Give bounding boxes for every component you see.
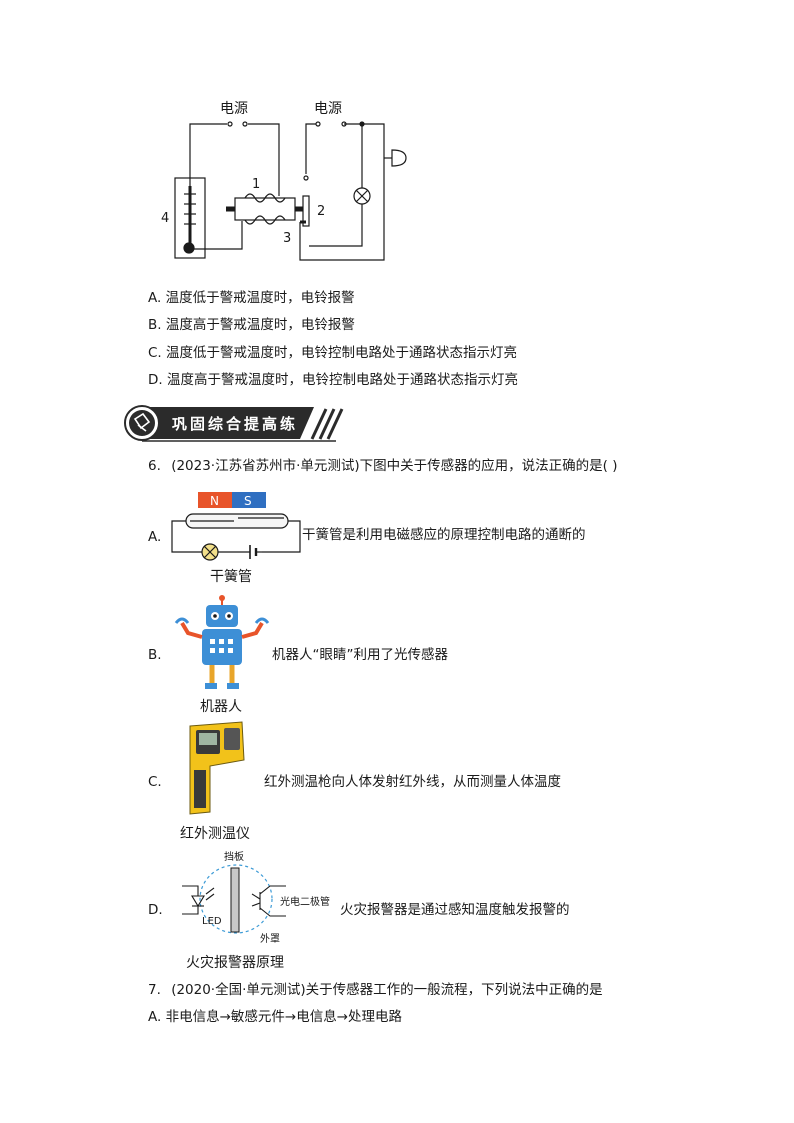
power-label-left: 电源	[220, 101, 248, 117]
q5-option-a-letter: A.	[148, 290, 162, 306]
q7-option-a: A. 非电信息→敏感元件→电信息→处理电路	[148, 1008, 402, 1026]
q5-option-a-text: 温度低于警戒温度时，电铃报警	[165, 290, 355, 306]
magnet-s-label: S	[244, 494, 252, 508]
q5-option-b-letter: B.	[148, 317, 162, 333]
q6-option-a-text: 干簧管是利用电磁感应的原理控制电路的通断的	[302, 527, 586, 543]
reed-switch-figure: N S	[171, 492, 301, 561]
thermometer-label: 4	[161, 211, 169, 226]
robot-caption: 机器人	[200, 699, 242, 715]
reed-switch-caption: 干簧管	[210, 569, 252, 585]
baffle-label: 挡板	[224, 850, 244, 863]
section-banner-title: 巩固综合提高练	[172, 415, 299, 433]
q6-option-c-letter: C.	[148, 774, 162, 790]
fire-alarm-caption: 火灾报警器原理	[186, 955, 284, 971]
q5-option-d: D. 温度高于警戒温度时，电铃控制电路处于通路状态指示灯亮	[148, 371, 518, 389]
q5-option-c-letter: C.	[148, 345, 162, 361]
section-banner	[124, 405, 344, 442]
q7-stem-line: 7. (2020·全国·单元测试)关于传感器工作的一般流程，下列说法中正确的是	[148, 981, 603, 999]
q6-option-b-text: 机器人“眼睛”利用了光传感器	[272, 647, 448, 663]
cover-label: 外罩	[260, 933, 280, 945]
led-label: LED	[202, 916, 222, 927]
power-label-right: 电源	[314, 101, 342, 117]
q7-option-a-text: 非电信息→敏感元件→电信息→处理电路	[165, 1009, 403, 1025]
photodiode-label: 光电二极管	[280, 895, 330, 908]
book-icon	[133, 412, 151, 432]
q5-option-d-letter: D.	[148, 372, 163, 388]
q6-number: 6.	[148, 458, 161, 474]
q6-option-a-letter: A.	[148, 529, 162, 545]
infrared-thermometer-figure	[189, 721, 245, 815]
fire-alarm-figure: 挡板 LED 光电二极管 外罩	[182, 850, 330, 945]
q6-option-d-text: 火灾报警器是通过感知温度触发报警的	[340, 902, 570, 918]
q5-option-b-text: 温度高于警戒温度时，电铃报警	[165, 317, 355, 333]
q6-stem: (2023·江苏省苏州市·单元测试)下图中关于传感器的应用，说法正确的是( )	[171, 458, 618, 474]
q5-option-b: B. 温度高于警戒温度时，电铃报警	[148, 316, 355, 334]
infrared-thermometer-caption: 红外测温仪	[180, 826, 250, 842]
q5-option-c-text: 温度低于警戒温度时，电铃控制电路处于通路状态指示灯亮	[166, 345, 518, 361]
coil-label: 1	[252, 177, 260, 192]
q6-option-d-letter: D.	[148, 902, 163, 918]
thermostat-alarm-circuit-diagram: 电源 电源 1 2 3 4	[161, 101, 407, 261]
q7-stem: (2020·全国·单元测试)关于传感器工作的一般流程，下列说法中正确的是	[171, 982, 603, 998]
contact-label: 3	[283, 231, 291, 246]
q6-option-c-text: 红外测温枪向人体发射红外线，从而测量人体温度	[264, 774, 561, 790]
q6-option-b-letter: B.	[148, 647, 162, 663]
armature-label: 2	[317, 204, 325, 219]
robot-figure	[174, 595, 270, 689]
q6-stem-line: 6. (2023·江苏省苏州市·单元测试)下图中关于传感器的应用，说法正确的是(…	[148, 457, 617, 475]
q7-option-a-letter: A.	[148, 1009, 162, 1025]
q7-number: 7.	[148, 982, 161, 998]
q5-option-d-text: 温度高于警戒温度时，电铃控制电路处于通路状态指示灯亮	[166, 372, 518, 388]
magnet-n-label: N	[210, 494, 219, 508]
q5-option-c: C. 温度低于警戒温度时，电铃控制电路处于通路状态指示灯亮	[148, 344, 517, 362]
q5-option-a: A. 温度低于警戒温度时，电铃报警	[148, 289, 355, 307]
